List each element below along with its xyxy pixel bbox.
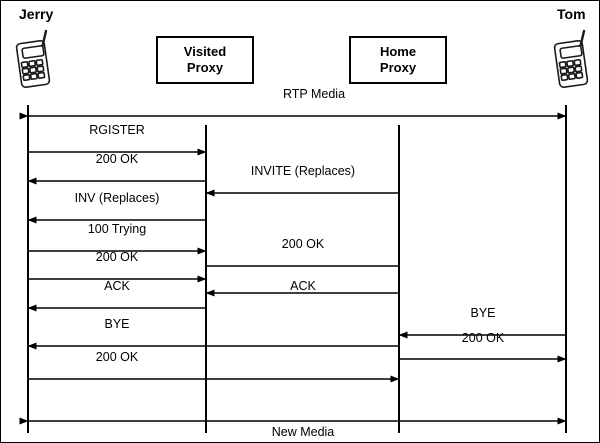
node-home-proxy-line2: Proxy [379,60,417,75]
message-label-m5: INV (Replaces) [74,191,160,205]
message-label-m13: 200 OK [461,331,505,345]
message-label-m7: 200 OK [281,237,325,251]
node-visited-proxy-line1: Visited [183,43,227,59]
actor-label-jerry: Jerry [19,6,54,22]
message-label-m12: BYE [104,317,130,331]
message-label-m15: New Media [271,425,335,439]
message-label-m4: INVITE (Replaces) [250,164,356,178]
message-label-m14: 200 OK [95,350,139,364]
mobile-phone-icon-jerry [11,28,59,95]
message-label-m11: BYE [470,306,496,320]
message-label-m1: RTP Media [282,87,346,101]
message-label-m2: RGISTER [89,123,145,137]
node-home-proxy-line1: Home [379,43,417,59]
message-label-m9: ACK [290,279,316,293]
message-label-m3: 200 OK [95,152,139,166]
node-home-proxy: Home Proxy [349,36,447,84]
node-visited-proxy-line2: Proxy [186,60,224,75]
message-label-m10: ACK [104,279,130,293]
message-label-m6: 100 Trying [87,222,147,236]
mobile-phone-icon-tom [549,28,597,95]
actor-label-tom: Tom [557,6,586,22]
message-label-m8: 200 OK [95,250,139,264]
node-visited-proxy: Visited Proxy [156,36,254,84]
